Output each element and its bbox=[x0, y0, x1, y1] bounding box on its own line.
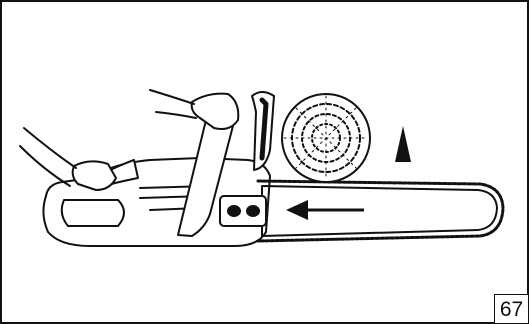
housing-detail bbox=[62, 200, 124, 226]
chainsaw-illustration bbox=[20, 90, 503, 246]
page-number: 67 bbox=[494, 294, 528, 323]
arrow-left-icon bbox=[286, 200, 364, 220]
right-hand bbox=[73, 161, 116, 190]
bolt-1 bbox=[228, 206, 240, 216]
left-hand bbox=[192, 94, 239, 129]
left-sleeve bbox=[150, 90, 196, 118]
bolt-2 bbox=[247, 206, 259, 216]
right-sleeve bbox=[20, 128, 76, 186]
arrow-up-icon bbox=[395, 126, 411, 162]
